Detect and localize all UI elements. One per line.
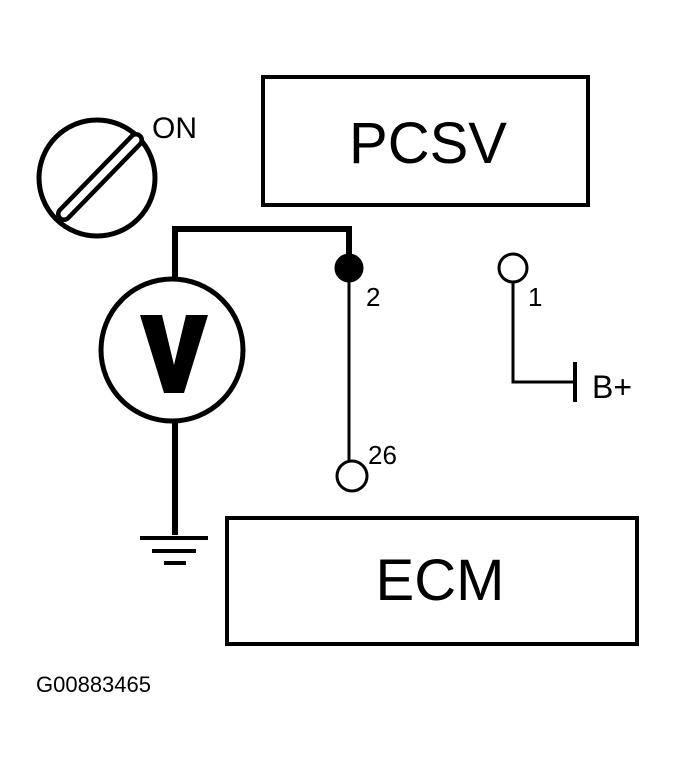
ecm-label: ECM [376, 548, 505, 613]
terminal-26-label: 26 [368, 440, 397, 470]
terminal-2-label: 2 [366, 282, 380, 312]
battery-positive-label: B+ [592, 369, 632, 405]
terminal-26-connector [335, 459, 369, 493]
pcsv-box [261, 75, 590, 207]
terminal-1-label: 1 [528, 282, 542, 312]
battery-feed-wire [511, 282, 573, 384]
voltmeter-lead-wire [172, 226, 352, 292]
ground-icon [140, 536, 208, 565]
figure-id: G00883465 [36, 672, 151, 697]
voltmeter-icon [98, 276, 246, 424]
ecm-box [225, 516, 639, 646]
terminal-2-connector [334, 253, 364, 283]
ignition-state-label: ON [152, 112, 197, 145]
ignition-switch-icon [36, 117, 158, 239]
terminal-1-connector [497, 252, 529, 284]
pcsv-label: PCSV [349, 111, 507, 176]
